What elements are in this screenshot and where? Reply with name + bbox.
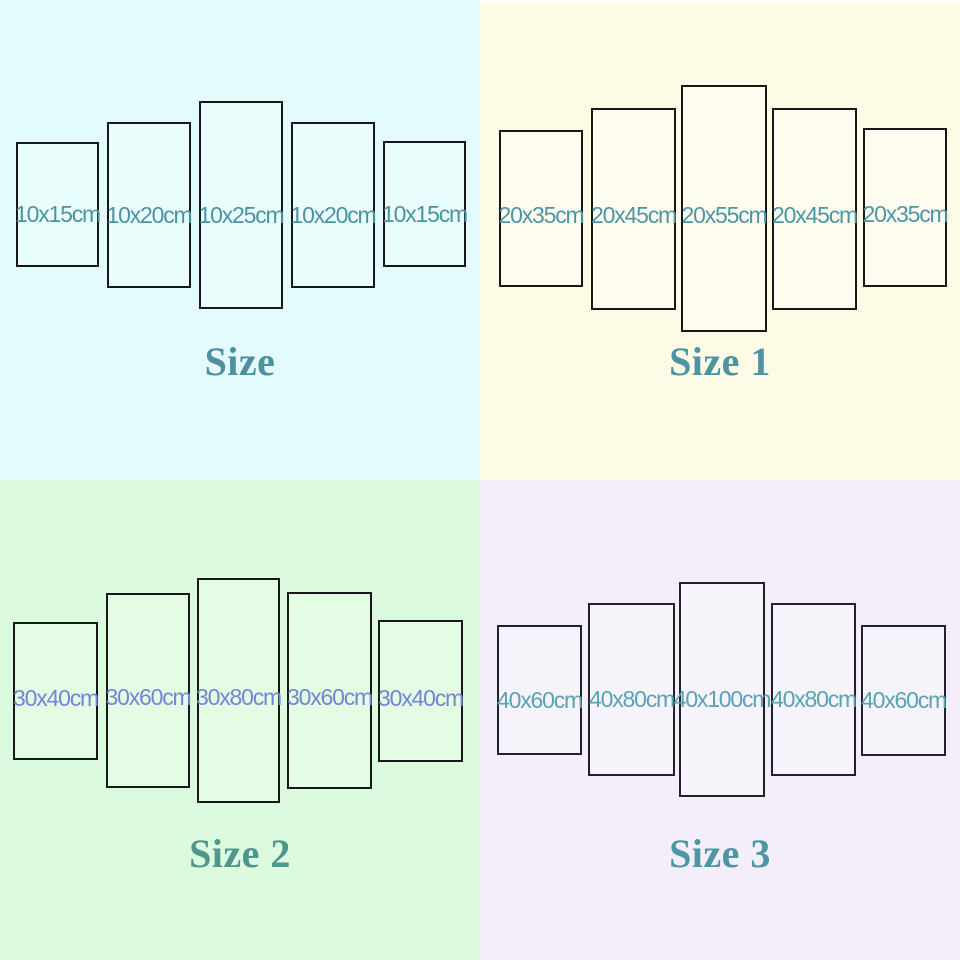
- size-panel: 30x40cm: [13, 622, 99, 760]
- size-panel: 40x80cm: [588, 603, 675, 776]
- size-panel: 40x100cm: [674, 582, 771, 797]
- quadrant-size-2: 30x40cm 30x60cm 30x80cm 30x60cm 30x40cm …: [0, 480, 480, 960]
- quadrant-title: Size: [204, 339, 276, 384]
- quadrant-size-3: 40x60cm 40x80cm 40x100cm 40x80cm 40x60cm…: [480, 480, 960, 960]
- size-panel: 40x60cm: [861, 625, 947, 756]
- panel-size-label: 30x60cm: [105, 684, 192, 710]
- size-panel: 30x60cm: [287, 592, 373, 789]
- panel-size-label: 30x40cm: [13, 684, 99, 711]
- size-panel: 20x45cm: [591, 108, 677, 310]
- size-panel: 20x45cm: [772, 108, 858, 310]
- panel-size-label: 10x20cm: [290, 201, 377, 228]
- size-panel: 10x15cm: [382, 141, 468, 267]
- size-panel: 30x60cm: [105, 593, 192, 788]
- panel-size-label: 30x80cm: [196, 684, 282, 710]
- quadrant-title: Size 3: [669, 831, 771, 876]
- white-edge-strip: [480, 0, 960, 4]
- size-panel: 20x55cm: [681, 85, 768, 332]
- panel-size-label: 40x60cm: [861, 687, 947, 713]
- quadrant-size: 10x15cm 10x20cm 10x25cm 10x20cm 10x15cm …: [0, 0, 480, 480]
- size-panel: 10x15cm: [15, 142, 101, 267]
- size-panel: 10x25cm: [198, 101, 285, 309]
- panel-size-label: 20x35cm: [498, 201, 585, 228]
- quadrant-size-1: 20x35cm 20x45cm 20x55cm 20x45cm 20x35cm …: [480, 0, 960, 480]
- panel-size-label: 10x15cm: [15, 201, 101, 227]
- size-panel: 40x60cm: [497, 625, 583, 755]
- panel-size-label: 40x80cm: [771, 686, 857, 712]
- panel-size-label: 20x35cm: [862, 200, 949, 227]
- panel-size-label: 20x45cm: [772, 202, 858, 228]
- panel-size-label: 10x25cm: [198, 201, 285, 228]
- size-panel: 10x20cm: [290, 122, 377, 288]
- panel-size-label: 20x55cm: [681, 201, 768, 228]
- size-panel: 30x80cm: [196, 578, 282, 803]
- panel-size-label: 10x20cm: [106, 201, 193, 228]
- panel-size-label: 40x60cm: [497, 686, 583, 713]
- quadrant-title: Size 2: [189, 831, 291, 876]
- panel-size-label: 20x45cm: [591, 202, 677, 228]
- panel-size-label: 40x80cm: [589, 686, 675, 712]
- size-panel: 30x40cm: [378, 620, 464, 762]
- panel-size-label: 30x60cm: [287, 684, 373, 710]
- panel-size-label: 10x15cm: [382, 200, 468, 227]
- size-panel: 20x35cm: [498, 130, 585, 287]
- panel-size-label: 30x40cm: [378, 684, 464, 711]
- panel-size-label: 40x100cm: [673, 686, 772, 712]
- size-panel: 20x35cm: [862, 128, 949, 287]
- quadrant-title: Size 1: [669, 339, 771, 384]
- size-panel: 10x20cm: [106, 122, 193, 288]
- size-panel: 40x80cm: [771, 603, 857, 776]
